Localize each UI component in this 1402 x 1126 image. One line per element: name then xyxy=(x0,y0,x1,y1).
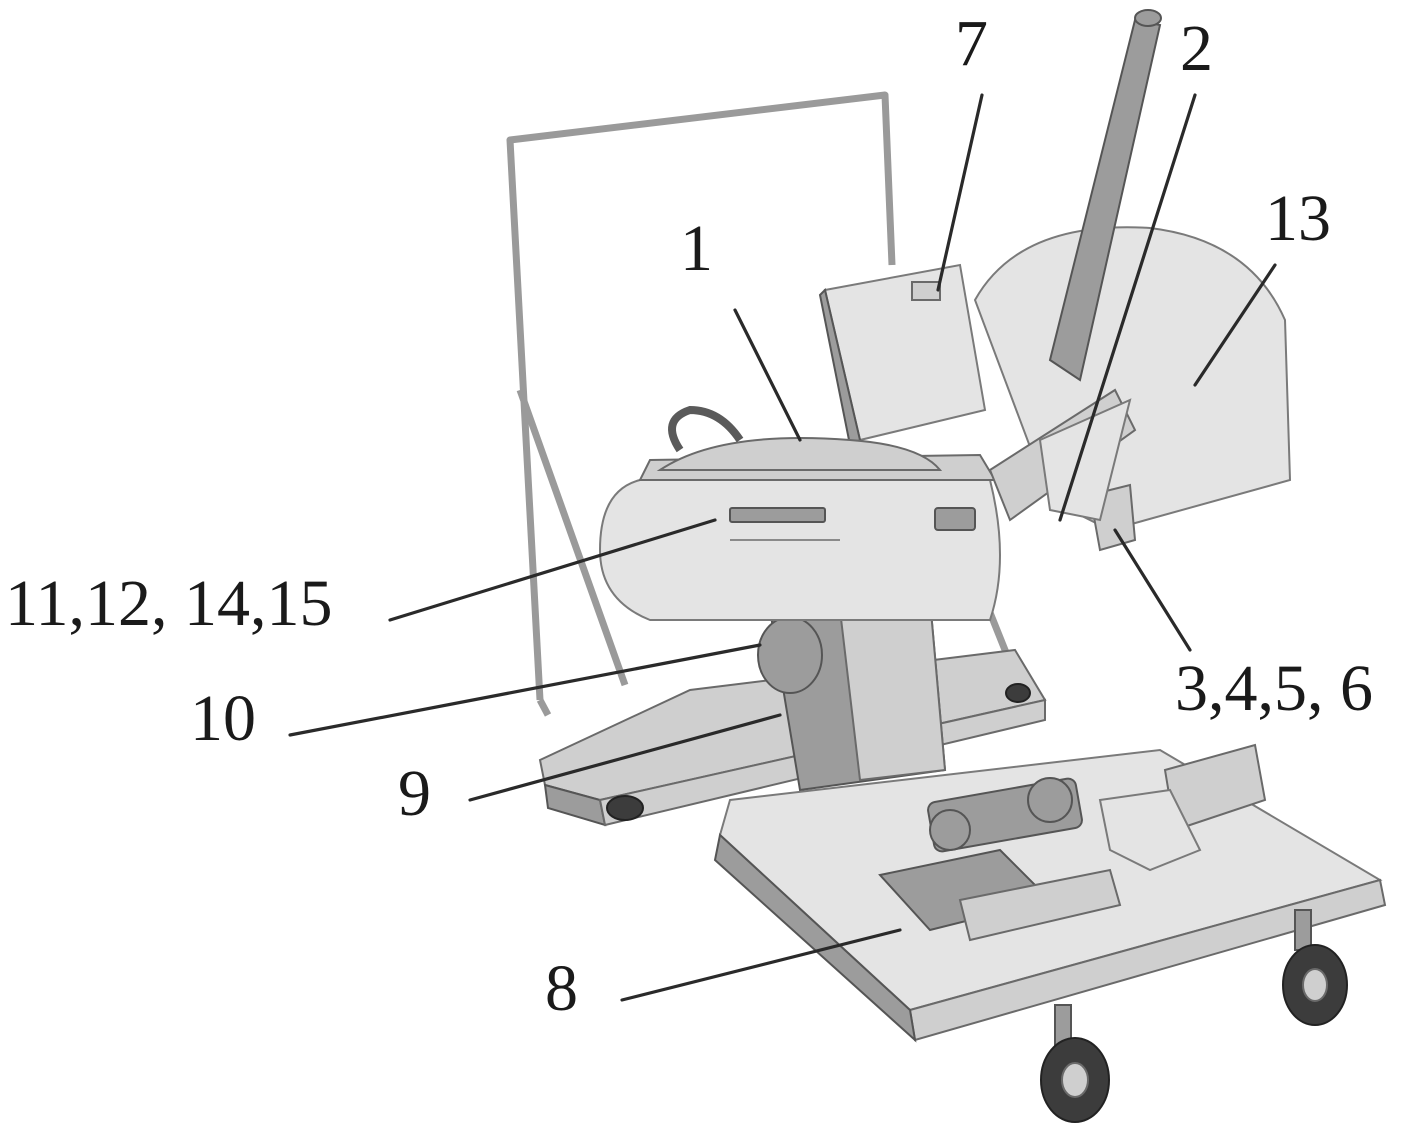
leader-2 xyxy=(1058,93,1197,522)
control-box xyxy=(818,263,987,447)
callout-7: 7 xyxy=(955,7,988,80)
callout-10: 10 xyxy=(190,682,256,755)
leader-7 xyxy=(936,93,984,292)
callout-13: 13 xyxy=(1265,182,1331,255)
saw-arm xyxy=(988,9,1162,522)
leader-1 xyxy=(733,308,802,442)
callout-labels: 1 2 7 13 11,12, 14,15 3,4,5, 6 10 9 8 xyxy=(5,7,1373,1025)
rail-table xyxy=(713,743,1387,1043)
leader-10 xyxy=(288,643,762,737)
callout-2: 2 xyxy=(1180,12,1213,85)
callout-8: 8 xyxy=(545,952,578,1025)
callout-1: 1 xyxy=(680,212,713,285)
leader-3 xyxy=(1113,528,1192,652)
leader-11 xyxy=(388,518,717,622)
caster-wheels xyxy=(1040,909,1348,1123)
callout-3-4-5-6: 3,4,5, 6 xyxy=(1175,652,1373,725)
top-cover xyxy=(656,405,943,471)
leader-9 xyxy=(468,713,782,802)
pedestal-column xyxy=(757,598,947,792)
callout-11-12-14-15: 11,12, 14,15 xyxy=(5,567,333,640)
leader-8 xyxy=(620,928,902,1002)
leader-lines xyxy=(288,93,1277,1002)
leader-13 xyxy=(1193,263,1277,387)
callout-9: 9 xyxy=(398,757,431,830)
